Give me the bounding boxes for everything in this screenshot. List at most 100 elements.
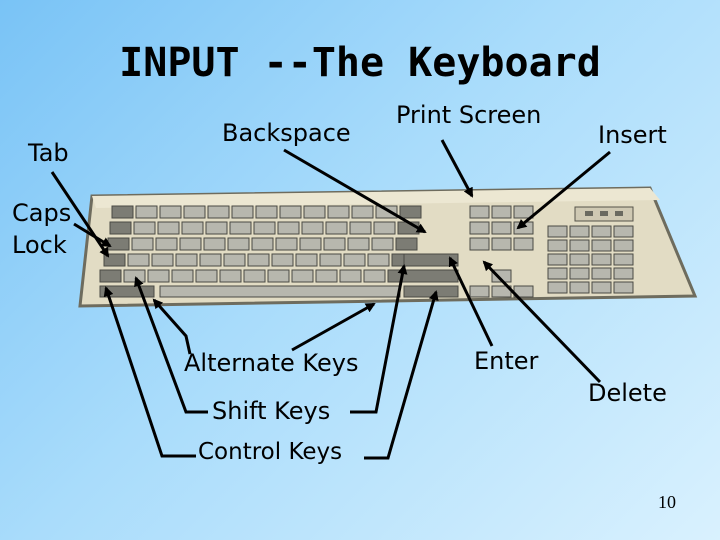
keyboard-key xyxy=(151,253,174,267)
keyboard-key xyxy=(203,237,226,251)
keyboard-key xyxy=(513,205,534,219)
keyboard-key xyxy=(247,253,270,267)
keyboard-key xyxy=(569,225,590,238)
alternate-keys-arrow-right xyxy=(291,302,376,352)
keyboard-key xyxy=(339,269,362,283)
keyboard-key xyxy=(135,205,158,219)
tab-label: Tab xyxy=(28,139,69,167)
keyboard-key xyxy=(147,269,170,283)
keyboard-key xyxy=(199,253,222,267)
keyboard-illustration xyxy=(78,186,698,308)
keyboard-key xyxy=(171,269,194,283)
shift-keys-arrow-left xyxy=(134,276,208,414)
keyboard-key xyxy=(513,237,534,251)
keyboard-key xyxy=(491,221,512,235)
keyboard-key xyxy=(109,221,132,235)
keyboard-key xyxy=(371,237,394,251)
keyboard-key xyxy=(123,269,146,283)
keyboard-key xyxy=(613,225,634,238)
keyboard-key xyxy=(373,221,396,235)
keyboard-key xyxy=(127,253,150,267)
keyboard-key xyxy=(223,253,246,267)
enter-arrow xyxy=(448,256,494,347)
keyboard-key xyxy=(251,237,274,251)
keyboard-key xyxy=(103,253,126,267)
keyboard-key xyxy=(569,253,590,266)
keyboard-key xyxy=(613,253,634,266)
keyboard-key xyxy=(255,205,278,219)
keyboard-key xyxy=(591,267,612,280)
keyboard-key xyxy=(469,237,490,251)
keyboard-key xyxy=(107,237,130,251)
keyboard-key xyxy=(469,221,490,235)
keyboard-key xyxy=(403,253,459,267)
keyboard-key xyxy=(299,237,322,251)
keyboard-key xyxy=(275,237,298,251)
keyboard-key xyxy=(157,221,180,235)
keyboard-key xyxy=(343,253,366,267)
keyboard-key xyxy=(319,253,342,267)
insert-label: Insert xyxy=(598,121,667,149)
alternate-keys-label: Alternate Keys xyxy=(184,349,359,377)
control-keys-arrow-right xyxy=(364,290,439,460)
print-screen-arrow xyxy=(440,139,474,198)
keyboard-key xyxy=(175,253,198,267)
leader-lines xyxy=(50,139,611,460)
keyboard-key xyxy=(569,239,590,252)
keyboard-key xyxy=(131,237,154,251)
keyboard-key xyxy=(469,285,490,298)
keyboard-key xyxy=(231,205,254,219)
keyboard-key xyxy=(267,269,290,283)
keyboard-key xyxy=(323,237,346,251)
keyboard-key xyxy=(295,253,318,267)
keyboard-key xyxy=(403,285,459,298)
keyboard-key xyxy=(159,285,401,298)
alternate-keys-arrow-left xyxy=(152,298,192,355)
keyboard-key xyxy=(133,221,156,235)
keyboard-key xyxy=(325,221,348,235)
keyboard-key xyxy=(315,269,338,283)
keyboard-key xyxy=(547,281,568,294)
keyboard-key xyxy=(613,281,634,294)
keyboard-key xyxy=(375,205,398,219)
tab-arrow xyxy=(50,171,110,258)
keyboard-key xyxy=(491,237,512,251)
keyboard-key xyxy=(207,205,230,219)
keyboard-key xyxy=(271,253,294,267)
keyboard-key xyxy=(547,239,568,252)
keyboard-key xyxy=(327,205,350,219)
keyboard-key xyxy=(303,205,326,219)
insert-arrow xyxy=(516,150,611,230)
keyboard-key xyxy=(349,221,372,235)
keyboard-key xyxy=(569,267,590,280)
keyboard-key xyxy=(367,253,390,267)
print-screen-label: Print Screen xyxy=(396,101,542,129)
keyboard-key xyxy=(547,225,568,238)
slide-title: INPUT --The Keyboard xyxy=(119,40,601,86)
shift-keys-label: Shift Keys xyxy=(212,397,331,425)
keyboard-key xyxy=(219,269,242,283)
keyboard-key xyxy=(347,237,370,251)
keyboard-key xyxy=(279,205,302,219)
caps-lock-label-line2: Lock xyxy=(12,231,67,259)
keyboard-key xyxy=(181,221,204,235)
caps-lock-arrow xyxy=(73,222,112,248)
keyboard-key xyxy=(229,221,252,235)
keyboard-key xyxy=(155,237,178,251)
caps-lock-label-line1: Caps xyxy=(12,199,72,227)
keyboard-key xyxy=(591,239,612,252)
keyboard-key xyxy=(291,269,314,283)
keyboard-key xyxy=(399,205,422,219)
keyboard-key xyxy=(363,269,386,283)
control-keys-label: Control Keys xyxy=(198,439,343,465)
keyboard-key xyxy=(401,269,459,283)
keyboard-key xyxy=(613,267,634,280)
keyboard-key xyxy=(99,269,122,283)
keyboard-key xyxy=(547,253,568,266)
keyboard-key xyxy=(99,285,155,298)
keyboard-key xyxy=(591,253,612,266)
keyboard-key xyxy=(301,221,324,235)
control-keys-arrow-left xyxy=(103,286,196,458)
keyboard-key xyxy=(395,237,418,251)
